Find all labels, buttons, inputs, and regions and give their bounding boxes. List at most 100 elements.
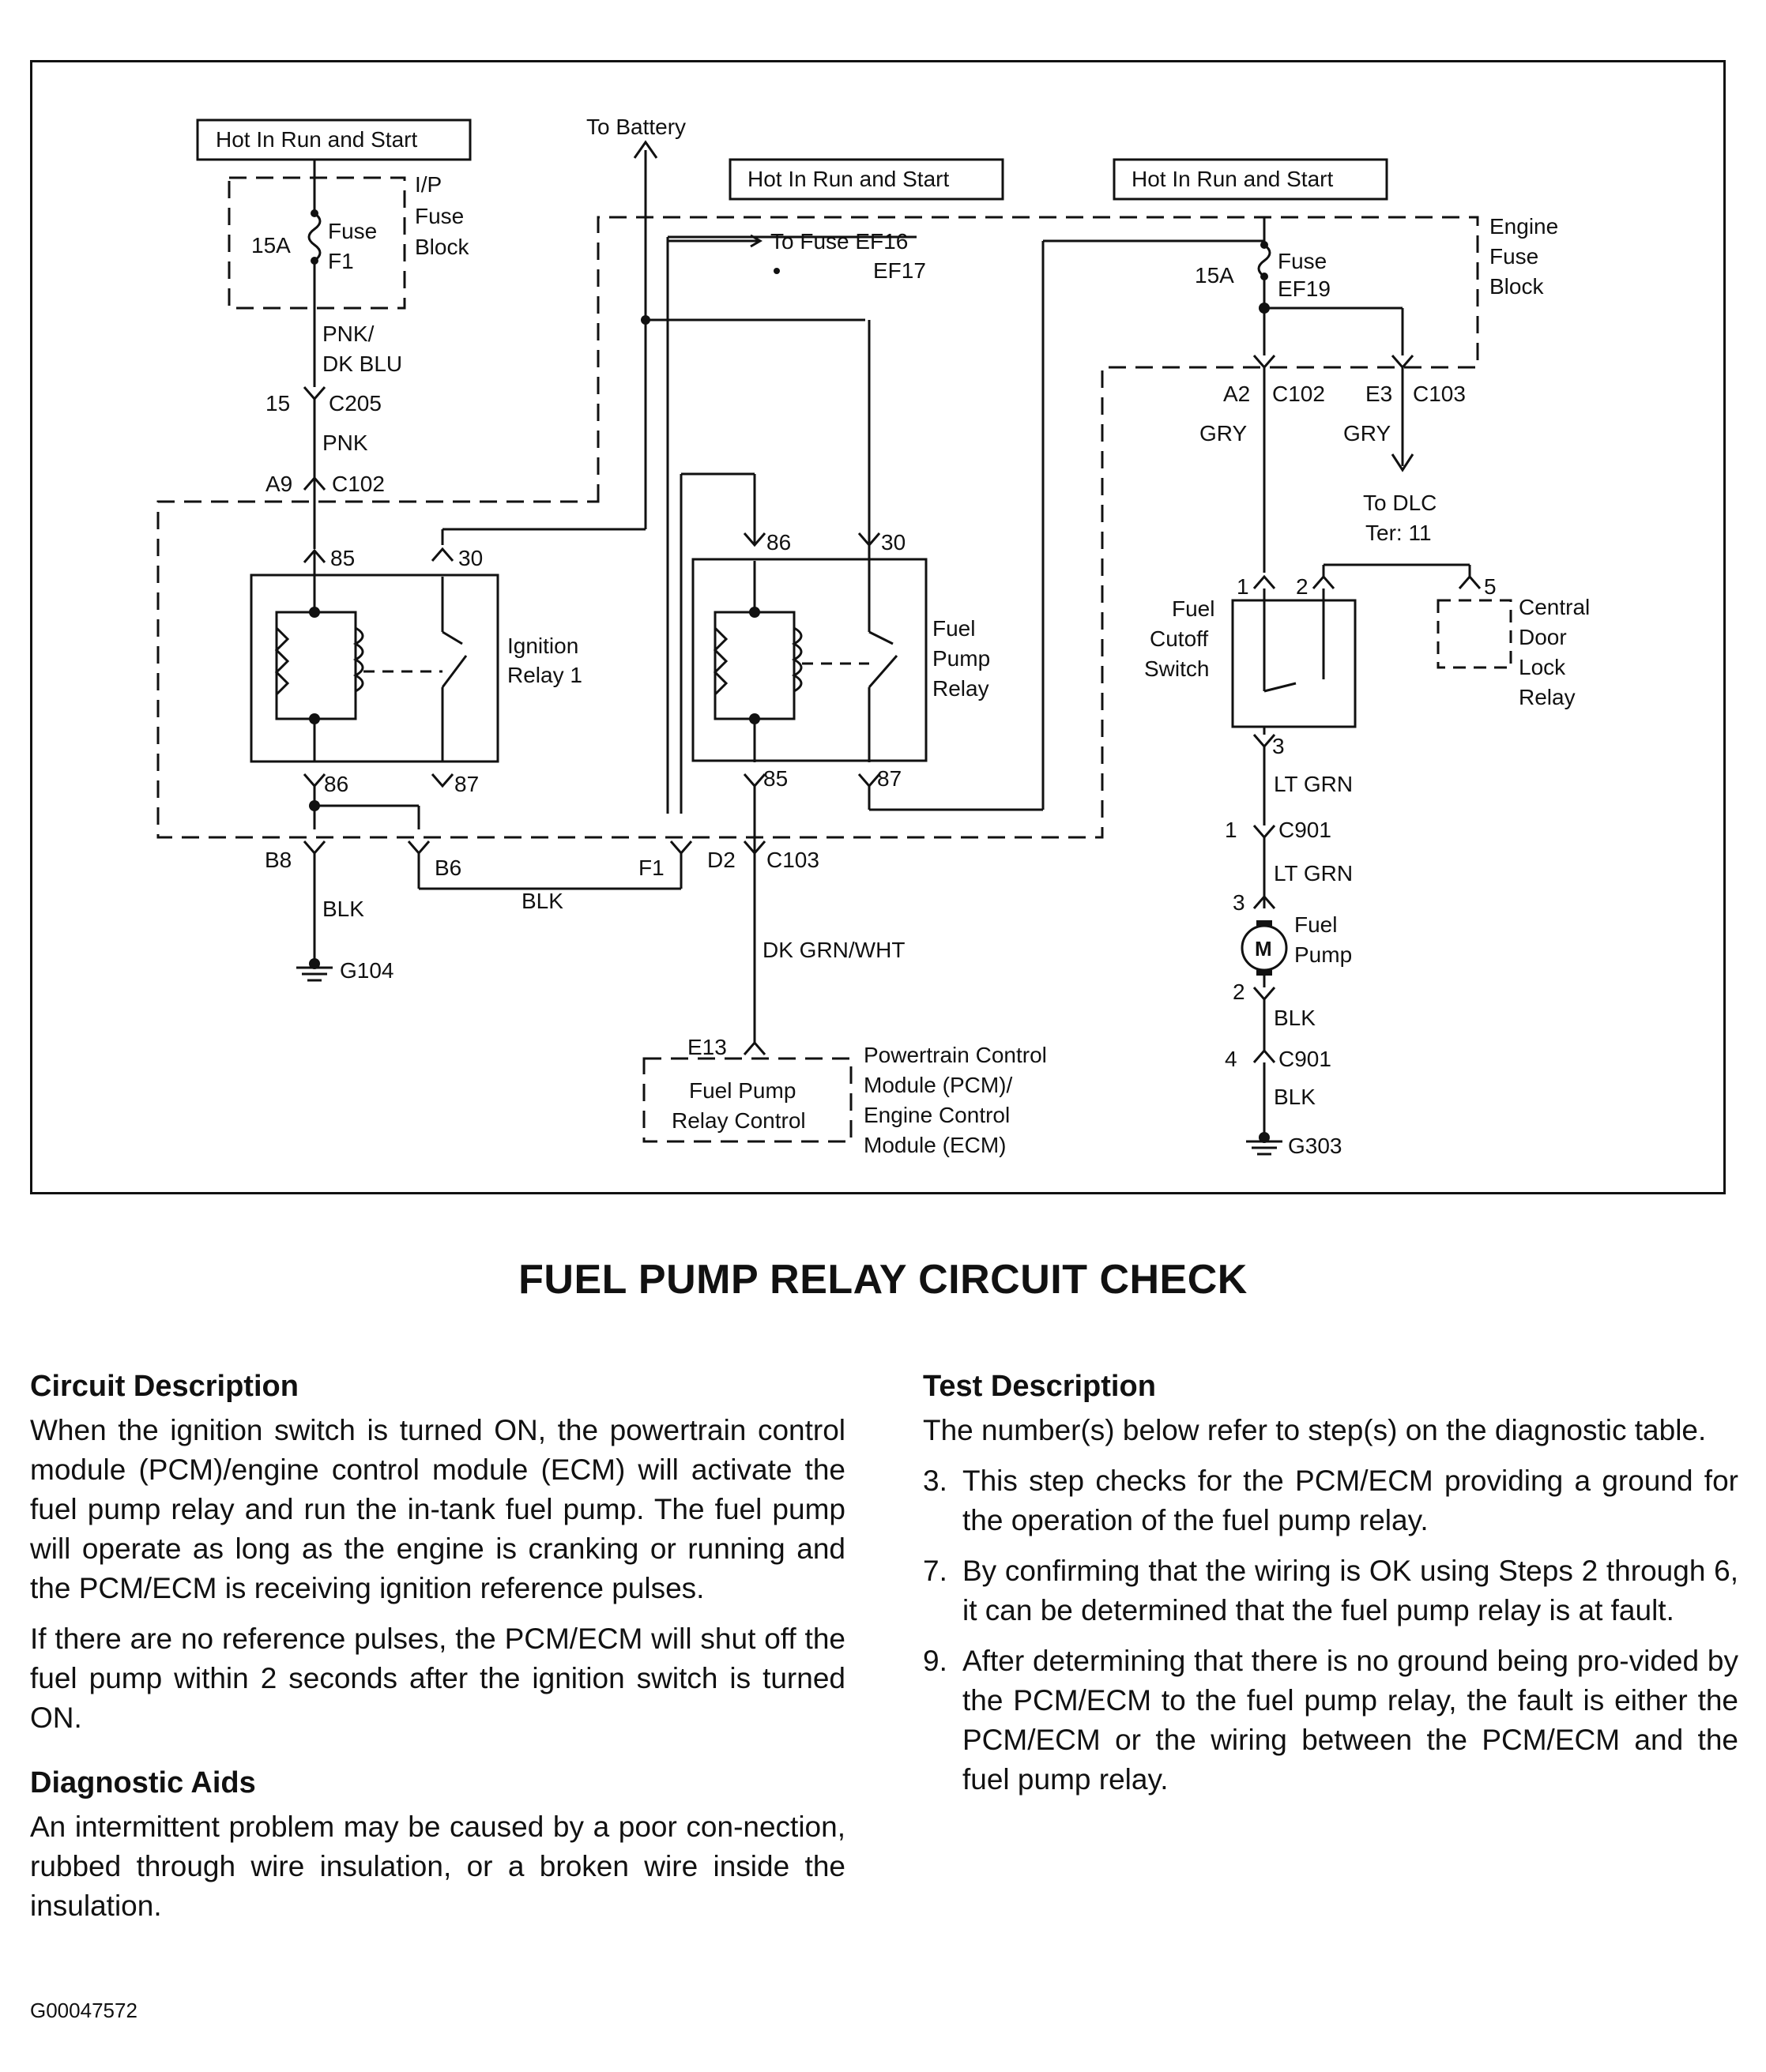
b6-pin: B6 xyxy=(435,855,461,880)
test-step-number: 9. xyxy=(923,1645,947,1677)
wire-pnk-dkblu-2: DK BLU xyxy=(322,352,402,376)
e3-pin: E3 xyxy=(1365,382,1392,406)
fuse-f1-amp: 15A xyxy=(251,233,291,258)
cutoff-name-1: Fuel xyxy=(1172,596,1214,621)
test-step-text: This step checks for the PCM/ECM providi… xyxy=(962,1465,1738,1536)
figure-id: G00047572 xyxy=(30,1999,137,2022)
hot-label-c: Hot In Run and Start xyxy=(1132,167,1333,191)
wire-lt-grn-1: LT GRN xyxy=(1274,772,1353,796)
c901-pin-4: 4 xyxy=(1225,1047,1237,1071)
pcm-box-label-1: Fuel Pump xyxy=(689,1078,796,1103)
test-step-text: By confirming that the wiring is OK usin… xyxy=(962,1555,1738,1626)
to-dlc-1: To DLC xyxy=(1363,491,1437,515)
circuit-description-p2: If there are no reference pulses, the PC… xyxy=(30,1623,845,1734)
f1-pin: F1 xyxy=(638,855,665,880)
pump-pin-2: 2 xyxy=(1233,980,1245,1004)
wire-pnk: PNK xyxy=(322,431,368,455)
test-description-heading: Test Description xyxy=(923,1370,1156,1403)
ip-fuse-block-label-3: Block xyxy=(415,235,469,259)
a9-pin: A9 xyxy=(265,472,292,496)
pcm-label-1: Powertrain Control xyxy=(864,1043,1047,1067)
wire-dkgrn-wht: DK GRN/WHT xyxy=(763,938,905,962)
pump-name-2: Pump xyxy=(1294,942,1352,967)
fuse-f1-name-2: F1 xyxy=(328,249,354,273)
ign-relay-30: 30 xyxy=(458,546,483,570)
fp-relay-87: 87 xyxy=(877,766,902,791)
d2-pin: D2 xyxy=(707,848,736,872)
ign-relay-85: 85 xyxy=(330,546,355,570)
pcm-box-label-2: Relay Control xyxy=(672,1108,806,1133)
ground-g303: G303 xyxy=(1288,1134,1342,1158)
engine-fuse-block-label-3: Block xyxy=(1489,274,1544,299)
fuel-cutoff-switch-box xyxy=(1231,599,1357,728)
hot-label-box-b xyxy=(729,158,1004,201)
circuit-description-heading: Circuit Description xyxy=(30,1370,299,1403)
ign-relay-name-1: Ignition xyxy=(507,634,578,658)
ip-fuse-block-box xyxy=(228,176,406,310)
c102-right-label: C102 xyxy=(1272,382,1325,406)
ignition-relay-1-box xyxy=(250,573,499,763)
fuel-pump-relay-box xyxy=(691,558,928,762)
e13-pin: E13 xyxy=(687,1035,727,1059)
cutoff-pin-3: 3 xyxy=(1272,734,1285,758)
test-step-item: 3. This step checks for the PCM/ECM prov… xyxy=(923,1461,1738,1540)
c102-left-label: C102 xyxy=(332,472,385,496)
hot-label-box-a xyxy=(196,118,472,161)
fp-relay-name-3: Relay xyxy=(932,676,989,701)
pcm-label-4: Module (ECM) xyxy=(864,1133,1006,1157)
ground-g104: G104 xyxy=(340,958,394,983)
diagram-frame xyxy=(30,60,1726,1194)
fp-relay-85: 85 xyxy=(763,766,788,791)
right-column: Test Description The number(s) below ref… xyxy=(923,1367,1738,1811)
fp-relay-name-2: Pump xyxy=(932,646,990,671)
wire-lt-grn-2: LT GRN xyxy=(1274,861,1353,886)
cutoff-pin-2: 2 xyxy=(1296,574,1308,599)
fp-relay-30: 30 xyxy=(881,530,906,555)
engine-fuse-block-label-1: Engine xyxy=(1489,214,1558,239)
test-step-number: 7. xyxy=(923,1555,947,1587)
test-step-item: 7. By confirming that the wiring is OK u… xyxy=(923,1551,1738,1630)
c103-left-label: C103 xyxy=(766,848,819,872)
pump-name-1: Fuel xyxy=(1294,912,1337,937)
cutoff-name-2: Cutoff xyxy=(1150,626,1208,651)
c901-label-a: C901 xyxy=(1278,818,1331,842)
cdl-label-3: Lock xyxy=(1519,655,1566,679)
b8-pin: B8 xyxy=(265,848,292,872)
c901-pin-1: 1 xyxy=(1225,818,1237,842)
wiring-schematic: Hot In Run and Start Hot In Run and Star… xyxy=(156,115,1590,1158)
ip-fuse-block-label-2: Fuse xyxy=(415,204,464,228)
page-title: FUEL PUMP RELAY CIRCUIT CHECK xyxy=(518,1257,1248,1303)
hot-label-a: Hot In Run and Start xyxy=(216,127,417,152)
cutoff-pin-1: 1 xyxy=(1237,574,1249,599)
wire-blk-mid: BLK xyxy=(522,889,563,913)
test-step-item: 9. After determining that there is no gr… xyxy=(923,1641,1738,1799)
engine-fuse-block-label-2: Fuse xyxy=(1489,244,1538,269)
test-step-text: After determining that there is no groun… xyxy=(962,1645,1738,1796)
wire-pnk-dkblu-1: PNK/ xyxy=(322,322,375,346)
hot-label-b: Hot In Run and Start xyxy=(747,167,949,191)
test-description-intro: The number(s) below refer to step(s) on … xyxy=(923,1414,1707,1446)
engine-fuse-block-outline xyxy=(156,216,1479,839)
pcm-fuel-pump-relay-control-box xyxy=(642,1057,853,1143)
diagnostic-aids-heading: Diagnostic Aids xyxy=(30,1766,256,1799)
a2-pin: A2 xyxy=(1223,382,1250,406)
cdl-label-1: Central xyxy=(1519,595,1590,619)
ign-relay-name-2: Relay 1 xyxy=(507,663,582,687)
c205-label: C205 xyxy=(329,391,382,416)
cdl-pin-5: 5 xyxy=(1484,574,1497,599)
c901-label-b: C901 xyxy=(1278,1047,1331,1071)
ip-fuse-block-label-1: I/P xyxy=(415,172,442,197)
to-dlc-2: Ter: 11 xyxy=(1365,521,1432,545)
ef19-name-2: EF19 xyxy=(1278,276,1331,301)
gry-2: GRY xyxy=(1343,421,1391,446)
to-battery-label: To Battery xyxy=(586,115,686,139)
to-fuse-label-2: EF17 xyxy=(873,258,926,283)
wire-blk-left: BLK xyxy=(322,897,364,921)
to-fuse-label-1: To Fuse EF16 xyxy=(770,229,908,254)
fp-relay-name-1: Fuel xyxy=(932,616,975,641)
circuit-description-p1: When the ignition switch is turned ON, t… xyxy=(30,1414,845,1604)
pump-motor-m: M xyxy=(1255,937,1272,961)
pump-pin-3: 3 xyxy=(1233,890,1245,915)
ef19-name-1: Fuse xyxy=(1278,249,1327,273)
ign-relay-87: 87 xyxy=(454,772,479,796)
